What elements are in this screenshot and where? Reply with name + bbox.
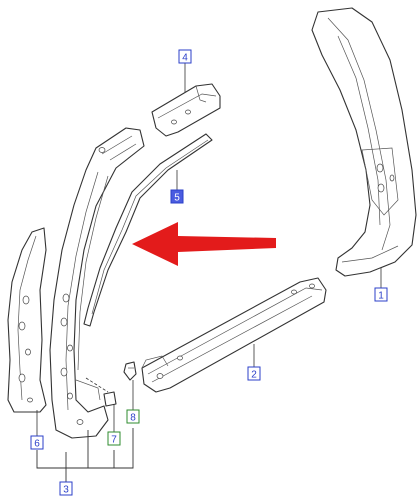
callout-3-label: 3 bbox=[63, 485, 69, 496]
callout-6: 6 bbox=[30, 435, 44, 450]
callout-7: 7 bbox=[107, 431, 121, 446]
callout-7-label: 7 bbox=[111, 435, 117, 446]
callout-4-label: 4 bbox=[182, 53, 188, 64]
part-7-small-bracket bbox=[103, 391, 117, 407]
part-2-sill-panel bbox=[141, 277, 327, 393]
callout-8: 8 bbox=[126, 409, 140, 424]
callout-3-bracket bbox=[36, 428, 134, 482]
callout-1: 1 bbox=[374, 287, 388, 302]
red-arrow-left bbox=[132, 222, 276, 266]
callout-3: 3 bbox=[59, 481, 73, 496]
part-6-lower-reinforcement bbox=[7, 227, 47, 413]
part-5-reinforcement-strip bbox=[83, 133, 213, 327]
callout-6-label: 6 bbox=[34, 439, 40, 450]
callout-2-label: 2 bbox=[251, 370, 257, 381]
callout-4: 4 bbox=[178, 49, 192, 64]
callout-2: 2 bbox=[247, 366, 261, 381]
part-4-roof-bracket bbox=[151, 83, 221, 137]
callout-5-label: 5 bbox=[174, 193, 180, 204]
part-3-a-pillar bbox=[49, 127, 145, 439]
callout-5: 5 bbox=[170, 189, 184, 204]
part-1-pillar-panel bbox=[311, 7, 417, 277]
callout-1-label: 1 bbox=[378, 291, 384, 302]
part-8-clip bbox=[123, 361, 137, 381]
callout-8-label: 8 bbox=[130, 413, 136, 424]
